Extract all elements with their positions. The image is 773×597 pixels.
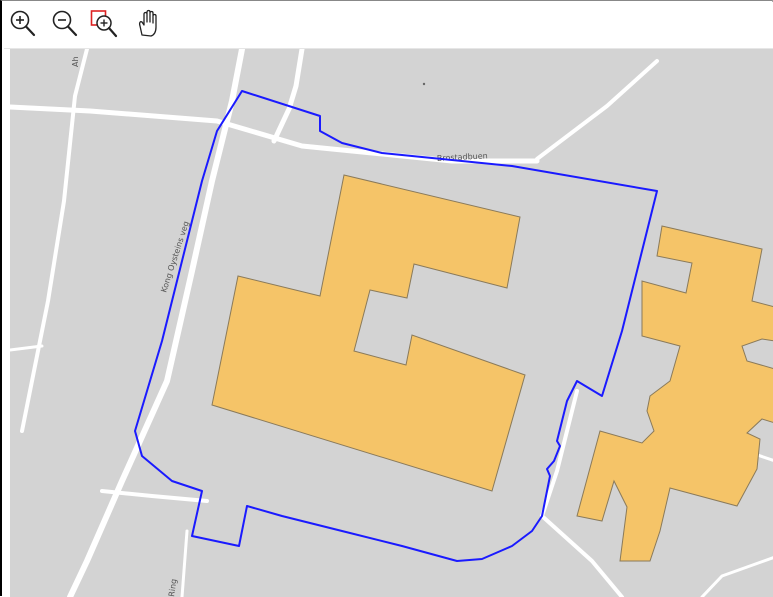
map-canvas[interactable]: Ah Kong Oysteins veg Brostadbuen Ring — [10, 49, 773, 597]
road — [10, 344, 44, 352]
zoom-in-icon — [10, 10, 36, 37]
pan-button[interactable] — [134, 8, 164, 40]
road — [535, 59, 659, 161]
road-label-brostadbuen: Brostadbuen — [437, 151, 488, 163]
road — [100, 489, 209, 503]
zoom-box-icon — [90, 10, 118, 38]
road — [20, 49, 89, 433]
road-label-bottom: Ring — [167, 578, 178, 597]
road — [540, 514, 624, 597]
road — [540, 389, 579, 518]
buildings — [211, 174, 773, 562]
zoom-out-button[interactable] — [50, 8, 80, 40]
zoom-box-button[interactable] — [90, 8, 120, 40]
road — [271, 49, 305, 144]
selection-boundary — [134, 90, 658, 562]
main-building — [211, 174, 526, 492]
road-label-ah: Ah — [71, 56, 80, 67]
zoom-out-icon — [52, 10, 78, 37]
adjacent-building — [576, 225, 773, 562]
map-point — [422, 82, 426, 86]
road — [180, 529, 189, 597]
map-toolbar — [4, 2, 773, 49]
zoom-in-button[interactable] — [8, 8, 38, 40]
road — [700, 556, 773, 597]
road — [67, 49, 245, 597]
hand-pan-icon — [138, 9, 157, 37]
